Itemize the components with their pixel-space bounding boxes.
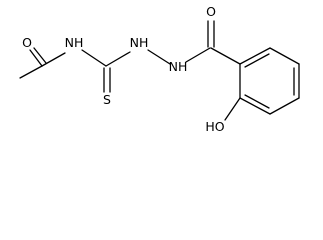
bond-hydrazine-n2-carbonyl-c xyxy=(185,47,211,63)
acetyl-oxygen-label: O xyxy=(22,35,32,50)
carbonyl-oxygen-label: O xyxy=(206,4,216,19)
bond-ring-c1-c2 xyxy=(239,47,271,65)
bonds xyxy=(19,20,300,121)
bond-acetyl-c-amide-n xyxy=(41,52,66,67)
bond-ring-c1-c2-inner xyxy=(244,53,270,68)
bond-amide-n-thio-c xyxy=(81,49,107,67)
thione-sulfur-label: S xyxy=(103,92,111,107)
bond-carbonyl-c-ring-c1 xyxy=(210,47,241,65)
molecule-structure-diagram: O NH S NH NH O HO xyxy=(19,4,300,134)
bond-hydrazine-n1-n2 xyxy=(147,49,171,65)
bond-methyl-acetyl-c xyxy=(19,65,43,79)
bond-ring-c5-c6-inner xyxy=(244,94,270,109)
atom-labels: O NH S NH NH O HO xyxy=(22,4,225,134)
bond-thio-c-hydrazine-n1 xyxy=(105,51,131,67)
bond-ring-c4-c5 xyxy=(269,97,300,115)
bond-acetyl-c-o-2 xyxy=(33,47,47,64)
hydroxyl-label: HO xyxy=(205,119,224,134)
bond-ring-c6-hydroxyl xyxy=(224,97,241,121)
bond-ring-c2-c3 xyxy=(269,47,300,65)
bond-ring-c5-c6 xyxy=(239,97,271,115)
hydrazine-nh-2-label: NH xyxy=(169,59,188,74)
bond-acetyl-c-o-1 xyxy=(29,49,43,67)
amide-nh-label: NH xyxy=(65,35,84,50)
hydrazine-nh-1-label: NH xyxy=(130,35,149,50)
